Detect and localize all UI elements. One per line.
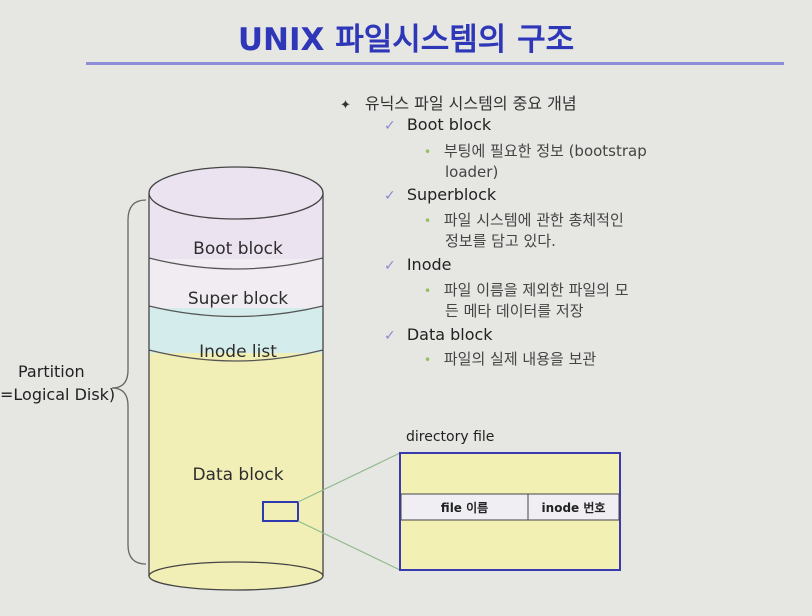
inode-list-segment <box>149 305 323 353</box>
outline-item-label: Boot block <box>406 115 492 134</box>
connector-line-bottom <box>297 520 401 571</box>
outline-item-label: Superblock <box>406 185 497 204</box>
outline-item-inode: ✓ Inode <box>384 255 451 274</box>
bullet-dot-icon: • <box>424 145 432 159</box>
slide-title: UNIX 파일시스템의 구조 <box>237 22 575 58</box>
outline-detail: • 파일 이름을 제외한 파일의 모 <box>424 281 629 299</box>
cylinder-top <box>148 166 324 220</box>
boot-block-label: Boot block <box>193 239 283 259</box>
outline-detail: • 파일 시스템에 관한 총체적인 <box>424 211 624 229</box>
outline-item-boot-block: ✓ Boot block <box>384 115 491 134</box>
outline-detail-cont: loader) <box>445 163 499 181</box>
outline-detail-cont: 든 메타 데이터를 저장 <box>445 302 584 320</box>
directory-entry-inode: inode 번호 <box>541 501 606 515</box>
directory-file-caption: directory file <box>406 429 495 445</box>
outline-detail: • 부팅에 필요한 정보 (bootstrap <box>424 142 647 160</box>
logical-disk-label: =Logical Disk) <box>0 385 116 404</box>
check-icon: ✓ <box>384 188 396 204</box>
super-block-label: Super block <box>187 289 289 309</box>
arrow-bullet-icon: ✦ <box>340 98 351 113</box>
segment-divider <box>148 257 324 270</box>
title-underline <box>86 62 784 65</box>
selected-data-block <box>262 501 299 522</box>
partition-brace <box>111 199 147 565</box>
data-block-segment <box>149 350 323 576</box>
directory-entry-name: file 이름 <box>440 501 489 515</box>
bullet-dot-icon: • <box>424 214 432 228</box>
check-icon: ✓ <box>384 328 396 344</box>
outline-item-superblock: ✓ Superblock <box>384 185 496 204</box>
segment-divider <box>148 349 324 362</box>
check-icon: ✓ <box>384 258 396 274</box>
outline-detail: • 파일의 실제 내용을 보관 <box>424 350 597 368</box>
outline-detail-cont: 정보를 담고 있다. <box>445 232 556 250</box>
bullet-dot-icon: • <box>424 353 432 367</box>
segment-divider <box>148 305 324 318</box>
data-block-label: Data block <box>192 465 284 485</box>
outline-item-data-block: ✓ Data block <box>384 325 493 344</box>
outline-item-label: Data block <box>406 325 493 344</box>
connector-line-top <box>297 452 401 503</box>
outline-heading-text: 유닉스 파일 시스템의 중요 개념 <box>364 94 577 113</box>
directory-entry-row <box>400 493 620 521</box>
inode-list-label: Inode list <box>199 342 277 362</box>
check-icon: ✓ <box>384 118 396 134</box>
partition-label: Partition <box>18 362 85 381</box>
outline-heading: ✦ 유닉스 파일 시스템의 중요 개념 <box>340 90 577 114</box>
bullet-dot-icon: • <box>424 284 432 298</box>
cylinder-bottom <box>148 561 324 591</box>
outline-item-label: Inode <box>406 255 452 274</box>
